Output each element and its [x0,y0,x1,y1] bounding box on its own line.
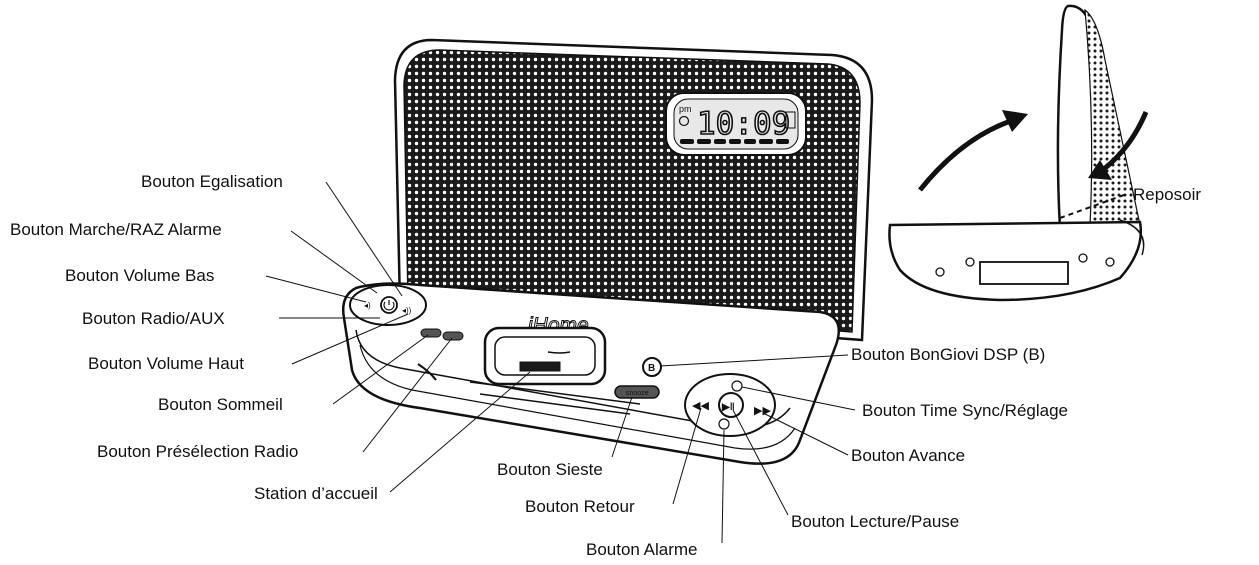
label-bouton-retour: Bouton Retour [525,497,635,516]
leader-lines [265,181,856,544]
label-bouton-avance: Bouton Avance [851,446,965,465]
play-pause-button[interactable] [718,392,744,418]
label-reposoir: Reposoir [1133,185,1201,204]
dock-connector [519,361,561,372]
radio-preset-button[interactable] [442,331,464,341]
docking-station [483,326,607,386]
label-bouton-egalisation: Bouton Egalisation [141,172,283,191]
power-icon [383,300,395,311]
label-bouton-sommeil: Bouton Sommeil [158,395,283,414]
play-pause-icon: ▶‖ [721,402,735,413]
side-view-slot [979,261,1069,285]
transport-control-dial: ▶‖ ◀◀ ▶▶ [684,373,776,437]
lcd-display: pm 10:09 [665,92,807,156]
display-indicator-row [680,139,789,144]
label-bouton-lecture-pause: Bouton Lecture/Pause [791,512,959,531]
alarm-clock-icon[interactable] [718,418,730,430]
open-arrow-icon [918,119,1009,192]
rewind-icon[interactable]: ◀◀ [692,400,709,412]
label-bouton-volume-haut: Bouton Volume Haut [88,354,244,373]
close-arrow-icon [1098,111,1149,175]
label-bouton-time-sync-reglage: Bouton Time Sync/Réglage [862,401,1068,420]
label-bouton-bongiovi-dsp: Bouton BonGiovi DSP (B) [851,345,1045,364]
label-bouton-preselection-radio: Bouton Présélection Radio [97,442,298,461]
display-pm-label: pm [679,104,692,114]
label-bouton-alarme: Bouton Alarme [586,540,698,559]
bongiovi-b-icon: B [648,363,655,374]
label-station-daccueil: Station d’accueil [254,484,378,503]
volume-down-icon[interactable]: ◂) [364,301,371,310]
label-bouton-volume-bas: Bouton Volume Bas [65,266,214,285]
label-bouton-sieste: Bouton Sieste [497,460,603,479]
volume-up-icon[interactable]: ◂)) [402,306,412,315]
snooze-button-text: snooze [626,390,649,397]
side-view-illustration [888,4,1149,302]
alarm-indicator-icon [678,115,690,127]
bongiovi-dsp-button[interactable]: B [642,357,662,377]
display-time: 10:09 [697,106,790,142]
snooze-button[interactable]: snooze [614,385,660,399]
sleep-preset-buttons [420,328,464,341]
fast-forward-icon[interactable]: ▶▶ [754,405,771,417]
time-sync-icon[interactable] [731,380,743,392]
label-bouton-marche-raz-alarme: Bouton Marche/RAZ Alarme [10,220,222,239]
sleep-button[interactable] [420,328,442,338]
label-bouton-radio-aux: Bouton Radio/AUX [82,309,225,328]
battery-icon [785,111,796,129]
reposoir-leader-line [1059,194,1125,219]
left-control-dial: ◂) ◂)) [349,284,427,326]
